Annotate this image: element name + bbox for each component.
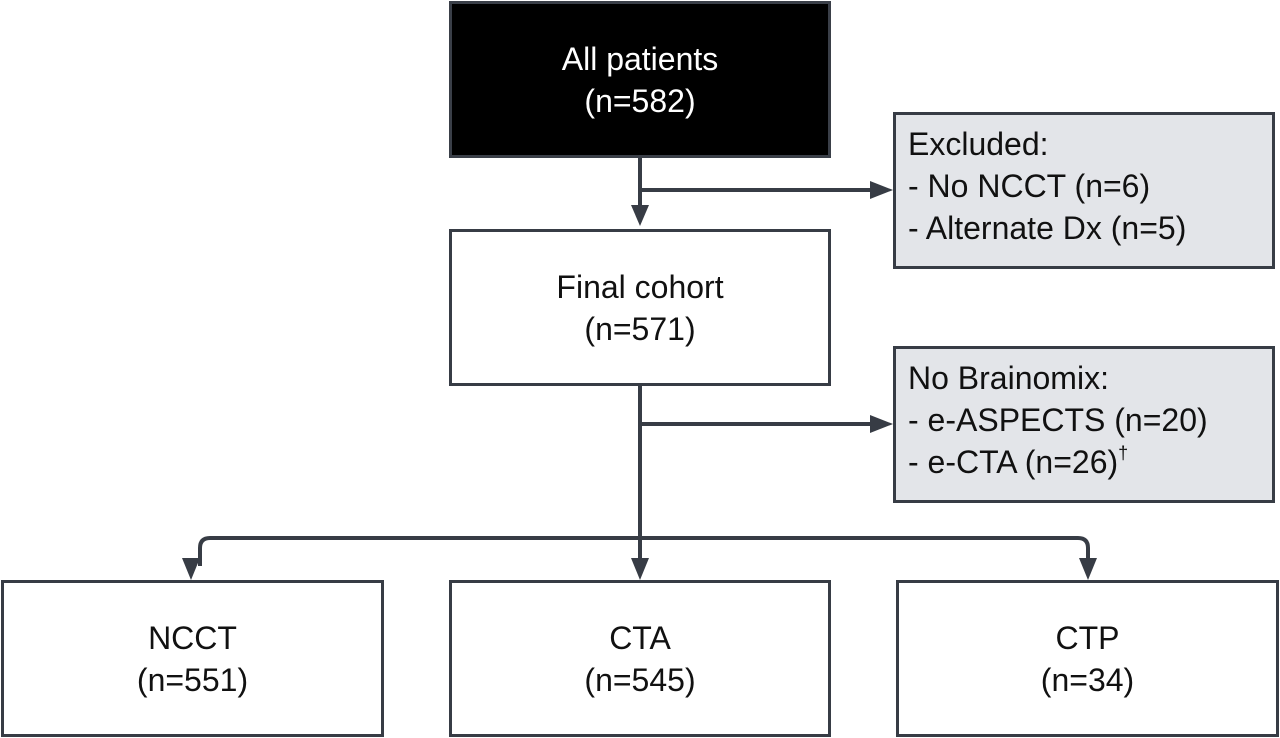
arrowhead-cta [631,558,649,580]
arrowhead-ctp [1079,558,1097,580]
footnote-mark: † [1118,443,1129,463]
no-brainomix-item: - e-ASPECTS (n=20) [908,402,1208,438]
final-cohort-count: (n=571) [584,310,696,347]
ncct-box: NCCT (n=551) [1,580,384,737]
arrowhead-excluded [870,181,893,199]
arrowhead-ncct [182,558,200,580]
final-cohort-label: Final cohort [556,268,724,305]
ctp-box: CTP (n=34) [896,580,1279,737]
cta-count: (n=545) [584,661,696,698]
ncct-count: (n=551) [136,661,249,698]
ctp-count: (n=34) [1040,661,1135,698]
excluded-item: - Alternate Dx (n=5) [908,210,1187,246]
excluded-title: Excluded: [908,126,1049,162]
ncct-label: NCCT [148,619,237,656]
branch-line [198,536,1090,566]
excluded-box: Excluded: - No NCCT (n=6) - Alternate Dx… [893,112,1275,269]
final-cohort-box: Final cohort (n=571) [449,229,831,386]
excluded-item: - No NCCT (n=6) [908,168,1151,204]
no-brainomix-box: No Brainomix: - e-ASPECTS (n=20) - e-CTA… [893,346,1275,503]
no-brainomix-title: No Brainomix: [908,360,1109,396]
cta-box: CTA (n=545) [449,580,831,737]
arrowhead-final-cohort [631,205,649,226]
ctp-label: CTP [1055,619,1120,656]
arrowhead-no-brainomix [870,415,893,433]
all-patients-box: All patients (n=582) [449,1,831,158]
all-patients-label: All patients [561,40,719,77]
cta-label: CTA [609,619,671,656]
all-patients-count: (n=582) [584,82,696,119]
no-brainomix-item-with-footnote: - e-CTA (n=26)† [908,441,1128,483]
no-brainomix-item: - e-CTA (n=26) [908,444,1119,480]
